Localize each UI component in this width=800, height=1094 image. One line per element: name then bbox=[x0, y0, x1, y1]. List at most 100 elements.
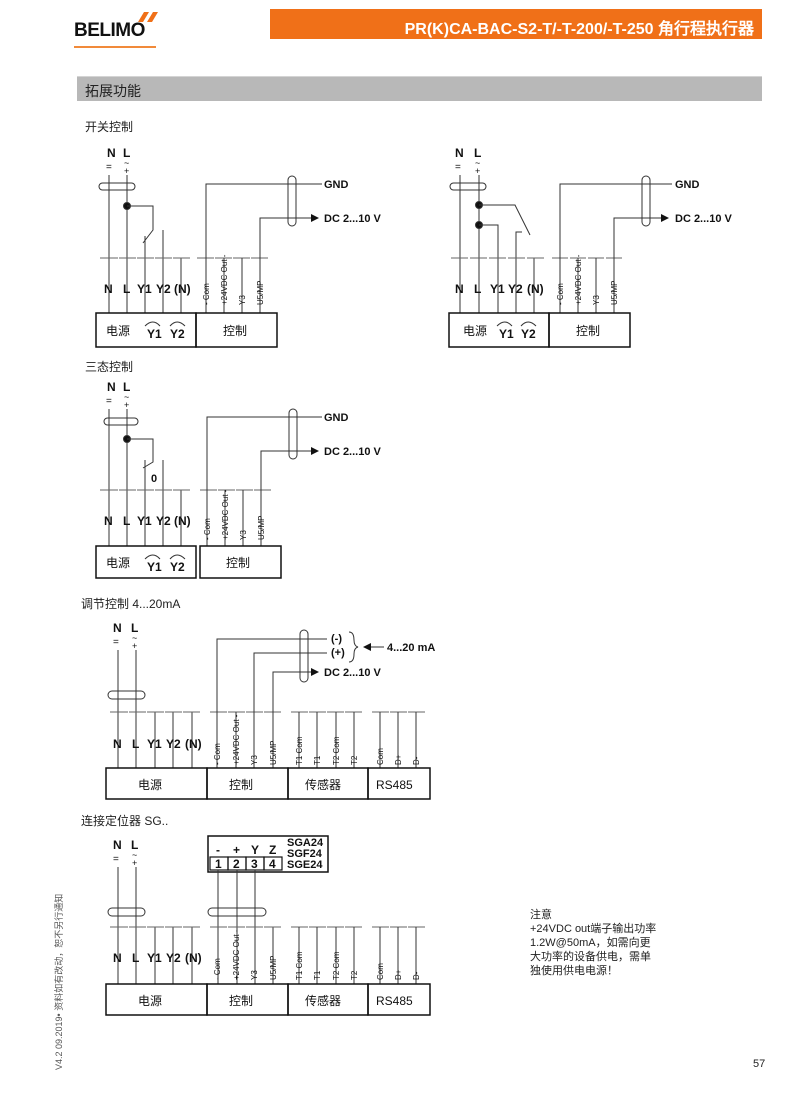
terminal-num-3: 3 bbox=[251, 857, 258, 871]
cable-bundle-icon bbox=[98, 182, 136, 191]
plus-symbol: + bbox=[124, 400, 129, 410]
current-signal-label: 4...20 mA bbox=[387, 642, 435, 654]
terminal-t1-com: T1 Com bbox=[295, 951, 304, 980]
cable-bundle-icon bbox=[107, 690, 146, 700]
terminal-24vdc: +24VDC Out - bbox=[220, 254, 229, 305]
positioner-terminal-4 bbox=[263, 856, 283, 871]
plus-label: (+) bbox=[331, 647, 345, 659]
terminal-n: N bbox=[113, 737, 122, 751]
terminal-y1: Y1 bbox=[137, 514, 152, 528]
terminal-rs485-com: Com bbox=[376, 748, 385, 765]
terminal-y3: Y3 bbox=[250, 755, 259, 765]
terminal-u5: U5/MP bbox=[269, 741, 278, 765]
terminal-y1: Y1 bbox=[490, 282, 505, 296]
note-line: 大功率的设备供电，需单 bbox=[530, 951, 651, 963]
power-note: 注意 +24VDC out端子输出功率 1.2W@50mA，如需向更 大功率的设… bbox=[530, 908, 656, 978]
logo-text: BELIMO bbox=[74, 20, 145, 41]
brace-icon bbox=[348, 631, 359, 663]
dc-signal-label: DC 2...10 V bbox=[324, 667, 382, 679]
terminal-u5: U5/MP bbox=[269, 956, 278, 980]
cable-bundle-icon bbox=[288, 408, 298, 460]
terminal-com: - Com bbox=[202, 283, 211, 305]
power-label: 电源 bbox=[138, 778, 162, 792]
rs485-label: RS485 bbox=[376, 778, 413, 792]
sensor-label: 传感器 bbox=[305, 993, 341, 1008]
ac-symbol: ~ bbox=[132, 633, 137, 643]
terminal-n-bracket: (N) bbox=[185, 737, 202, 751]
dc-signal-label: DC 2...10 V bbox=[675, 213, 733, 225]
plus-symbol: + bbox=[124, 166, 129, 176]
terminal-l: L bbox=[132, 737, 139, 751]
dc-symbol: = bbox=[113, 637, 119, 648]
terminal-24vdc: +24VDC Out - bbox=[232, 714, 241, 765]
terminal-24vdc: +24VDC Out - bbox=[221, 489, 230, 540]
note-title: 注意 bbox=[530, 909, 552, 921]
note-line: +24VDC out端子输出功率 bbox=[530, 923, 657, 935]
terminal-d-plus: D+ bbox=[394, 754, 403, 765]
terminal-com: - Com bbox=[213, 958, 222, 980]
model-sga24: SGA24 bbox=[287, 837, 324, 849]
section-title: 拓展功能 bbox=[85, 83, 141, 99]
terminal-l: L bbox=[123, 514, 130, 528]
plus-symbol: + bbox=[475, 166, 480, 176]
cable-bundle-icon bbox=[103, 417, 139, 426]
control-label: 控制 bbox=[229, 994, 253, 1008]
terminal-num-2: 2 bbox=[233, 857, 240, 871]
terminal-y3: Y3 bbox=[238, 295, 247, 305]
dc-symbol: = bbox=[106, 162, 112, 173]
power-label: 电源 bbox=[138, 994, 162, 1008]
terminal-y2: Y2 bbox=[166, 737, 181, 751]
plus-symbol: + bbox=[132, 858, 137, 868]
ac-symbol: ~ bbox=[124, 158, 129, 168]
terminal-n-bracket: (N) bbox=[185, 951, 202, 965]
terminal-sign-minus: - bbox=[216, 843, 220, 857]
title-banner: PR(K)CA-BAC-S2-T/-T-200/-T-250 角行程执行器 bbox=[270, 9, 762, 39]
terminal-d-minus: D- bbox=[412, 971, 421, 980]
model-sge24: SGE24 bbox=[287, 859, 323, 871]
terminal-y2: Y2 bbox=[508, 282, 523, 296]
terminal-y1: Y1 bbox=[147, 737, 162, 751]
supply-n: N bbox=[107, 146, 116, 160]
terminal-n-bracket: (N) bbox=[527, 282, 544, 296]
switch-control-title: 开关控制 bbox=[85, 120, 134, 134]
supply-l: L bbox=[131, 838, 138, 852]
terminal-rs485-com: Com bbox=[376, 963, 385, 980]
control-block bbox=[199, 545, 282, 579]
terminal-l: L bbox=[123, 282, 130, 296]
rs485-label: RS485 bbox=[376, 994, 413, 1008]
cable-bundle-icon bbox=[207, 907, 267, 917]
logo-stripes-icon bbox=[138, 12, 158, 22]
cable-bundle-icon bbox=[107, 907, 146, 917]
terminal-y1: Y1 bbox=[147, 951, 162, 965]
terminal-u5: U5/MP bbox=[256, 281, 265, 305]
terminal-num-4: 4 bbox=[269, 857, 276, 871]
belimo-logo: BELIMO bbox=[74, 12, 158, 48]
rotate-y2-label: Y2 bbox=[521, 327, 536, 341]
ccw-arrow-icon bbox=[144, 321, 161, 327]
page-number: 57 bbox=[753, 1058, 766, 1070]
modulating-title: 调节控制 4...20mA bbox=[81, 597, 181, 611]
supply-n: N bbox=[455, 146, 464, 160]
terminal-l: L bbox=[132, 951, 139, 965]
control-label: 控制 bbox=[576, 324, 600, 338]
terminal-n-bracket: (N) bbox=[174, 514, 191, 528]
terminal-y3: Y3 bbox=[592, 295, 601, 305]
terminal-t1: T1 bbox=[313, 755, 322, 765]
terminal-u5: U5/MP bbox=[257, 516, 266, 540]
rotate-y1-label: Y1 bbox=[147, 327, 162, 341]
cw-arrow-icon bbox=[169, 554, 186, 560]
cw-arrow-icon bbox=[169, 321, 186, 327]
control-label: 控制 bbox=[223, 324, 247, 338]
terminal-d-minus: D- bbox=[412, 756, 421, 765]
terminal-sign-y: Y bbox=[251, 843, 259, 857]
terminal-t2-com: T2 Com bbox=[332, 951, 341, 980]
terminal-y3: Y3 bbox=[250, 970, 259, 980]
ac-symbol: ~ bbox=[124, 392, 129, 402]
version-footer: V4.2 09.2019• 资料如有改动，恕不另行通知 bbox=[54, 893, 64, 1070]
supply-n: N bbox=[113, 838, 122, 852]
terminal-n: N bbox=[104, 282, 113, 296]
